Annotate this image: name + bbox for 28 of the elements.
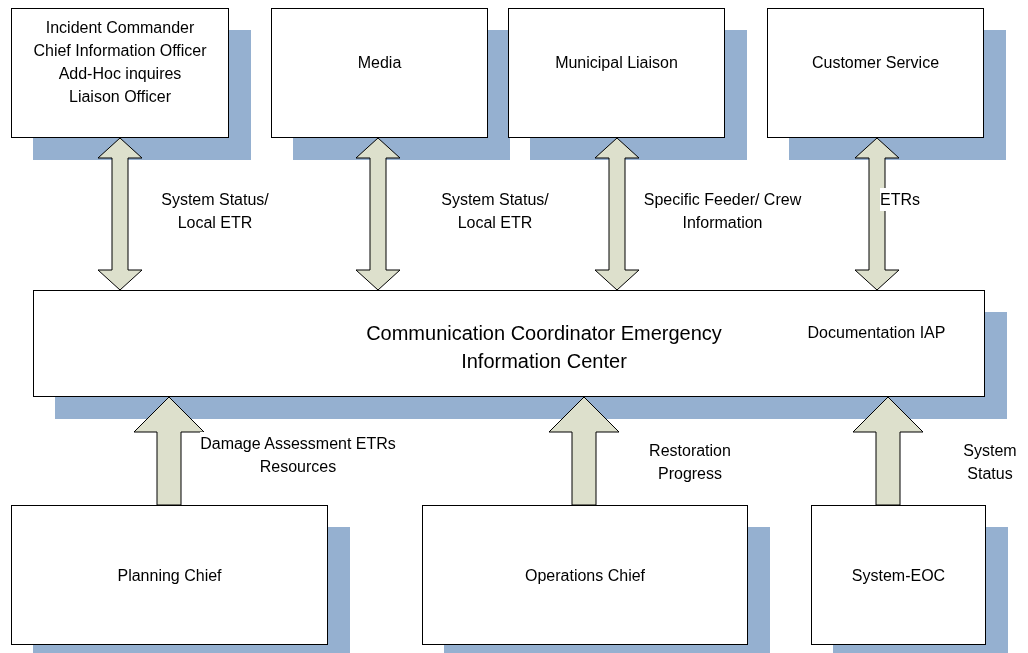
node-text: Media	[357, 52, 402, 73]
double-arrow	[97, 137, 143, 291]
node-text: Operations Chief	[524, 565, 646, 586]
double-arrow	[854, 137, 900, 291]
node-text: Chief Information Officer	[33, 41, 207, 61]
node-text: Communication Coordinator Emergency Information Center	[365, 321, 723, 374]
block-arrow	[133, 396, 205, 506]
node-text: Documentation IAP	[806, 323, 947, 343]
process-box	[33, 290, 985, 397]
process-box	[767, 8, 984, 138]
block-arrow	[548, 396, 620, 506]
process-box	[508, 8, 725, 138]
process-box	[11, 8, 229, 138]
process-box	[422, 505, 748, 645]
process-box	[271, 8, 488, 138]
node-text: Municipal Liaison	[555, 52, 678, 73]
node-text: Planning Chief	[117, 565, 222, 586]
node-text: Incident Commander	[45, 18, 195, 38]
process-box	[11, 505, 328, 645]
double-arrow	[594, 137, 640, 291]
block-arrow	[852, 396, 924, 506]
edge-label: ETRs	[880, 188, 920, 211]
process-box	[811, 505, 986, 645]
double-arrow	[355, 137, 401, 291]
node-text: Customer Service	[811, 52, 940, 73]
node-text: Add-Hoc inquires	[58, 64, 182, 84]
node-text: System-EOC	[851, 565, 946, 586]
node-text: Liaison Officer	[69, 87, 171, 107]
